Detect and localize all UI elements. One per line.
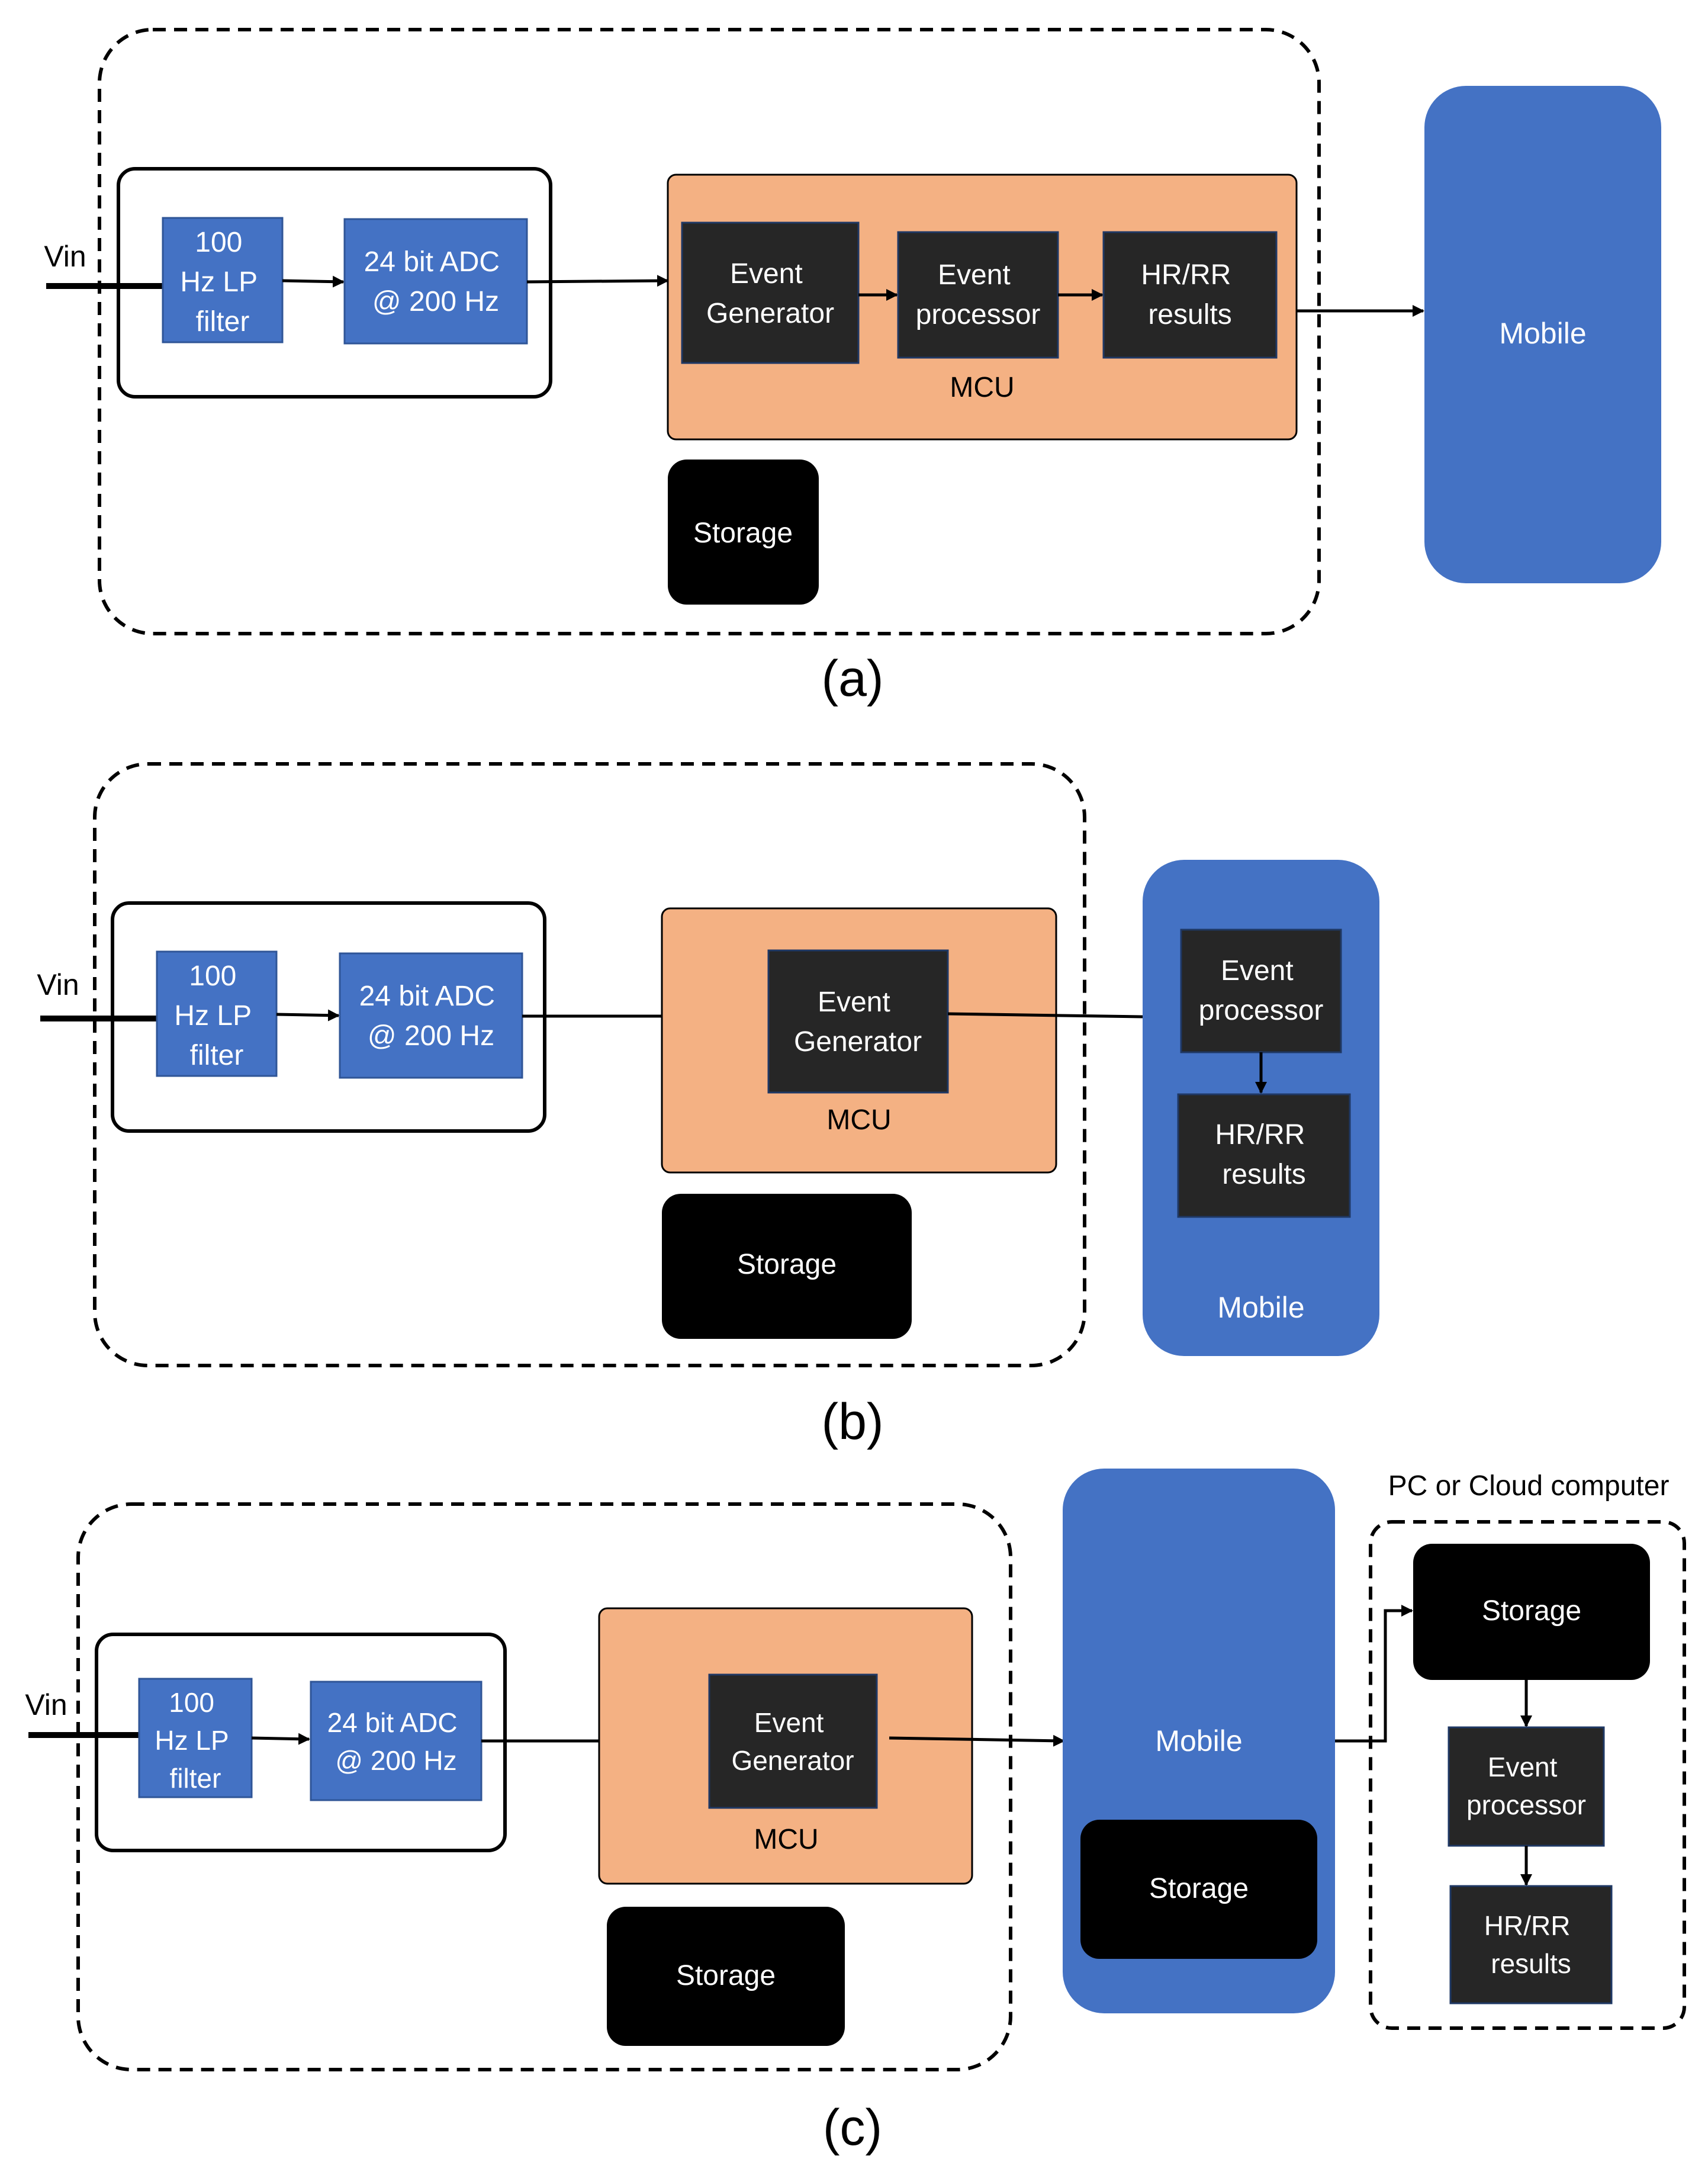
- adc-to-mcu-arrow: [526, 275, 669, 287]
- storage-block: [668, 460, 819, 605]
- lp-filter-label: 100 Hz LP filter: [155, 1687, 236, 1794]
- lp-filter-block: [156, 950, 278, 1077]
- adc-block: [310, 1681, 483, 1801]
- cloud-boundary: [1369, 1520, 1686, 2030]
- event-generator-label: Event Generator: [794, 987, 922, 1058]
- cloud-title: PC or Cloud computer: [1388, 1470, 1670, 1502]
- cloud-storage-block: [1413, 1544, 1650, 1680]
- event-generator-label: Event Generator: [706, 258, 834, 329]
- storage-label: Storage: [693, 518, 793, 549]
- event-processor-label: Event processor: [1199, 955, 1324, 1026]
- lp-filter-block: [138, 1678, 253, 1798]
- vin-label: Vin: [37, 968, 79, 1001]
- mcu-label: MCU: [826, 1104, 891, 1136]
- filter-to-adc-arrow: [251, 1733, 310, 1745]
- event-processor-label: Event processor: [1466, 1752, 1586, 1820]
- vin-label: Vin: [44, 240, 86, 273]
- caption-a: (a): [821, 650, 883, 707]
- event-processor-block: [1180, 929, 1342, 1053]
- results-label: HR/RR results: [1215, 1119, 1313, 1190]
- event-processor-block: [897, 231, 1059, 359]
- mobile-storage-label: Storage: [1149, 1873, 1249, 1904]
- panel-b: Vin 100 Hz LP filter 24 bit ADC @ 200 Hz…: [37, 762, 1379, 1450]
- filter-to-adc-arrow: [282, 275, 345, 288]
- adc-label: 24 bit ADC @ 200 Hz: [359, 981, 503, 1052]
- event-processor-label: Event processor: [916, 259, 1041, 330]
- mobile-storage-block: [1080, 1820, 1317, 1959]
- generator-to-mobile-arrow: [889, 1734, 1065, 1747]
- generator-to-mobile-arrow: [947, 1011, 1181, 1023]
- lp-filter-label: 100 Hz LP filter: [180, 227, 265, 338]
- mobile-block: [1424, 86, 1661, 583]
- storage-label: Storage: [737, 1249, 837, 1280]
- event-generator-block: [708, 1673, 878, 1809]
- vin-label: Vin: [25, 1688, 67, 1721]
- panel-c: Vin 100 Hz LP filter 24 bit ADC @ 200 Hz…: [25, 1469, 1686, 2156]
- results-label: HR/RR results: [1484, 1910, 1578, 1979]
- event-generator-block: [681, 221, 860, 364]
- device-boundary: [98, 28, 1321, 635]
- adc-block: [343, 218, 528, 345]
- caption-b: (b): [821, 1393, 883, 1450]
- results-block: [1177, 1093, 1351, 1218]
- device-boundary: [93, 762, 1086, 1367]
- cloud-storage-label: Storage: [1482, 1595, 1581, 1627]
- results-block: [1102, 231, 1278, 359]
- storage-block: [662, 1194, 912, 1339]
- adc-label: 24 bit ADC @ 200 Hz: [327, 1707, 465, 1776]
- mobile-to-cloud-arrow: [1335, 1605, 1413, 1743]
- panel-a: Vin 100 Hz LP filter 24 bit ADC @ 200 Hz…: [44, 28, 1661, 707]
- mobile-label: Mobile: [1217, 1291, 1304, 1324]
- mcu-label: MCU: [950, 372, 1014, 403]
- event-generator-label: Event Generator: [731, 1707, 854, 1776]
- results-block: [1449, 1885, 1613, 2004]
- event-generator-block: [767, 949, 949, 1094]
- mobile-label: Mobile: [1499, 317, 1586, 350]
- adc-label: 24 bit ADC @ 200 Hz: [364, 246, 508, 317]
- event-processor-block: [1448, 1726, 1605, 1847]
- results-label: HR/RR results: [1141, 259, 1239, 330]
- lp-filter-label: 100 Hz LP filter: [174, 960, 259, 1071]
- mobile-label: Mobile: [1155, 1724, 1242, 1758]
- device-boundary: [76, 1502, 1012, 2071]
- mcu-label: MCU: [754, 1824, 818, 1855]
- storage-block: [607, 1907, 845, 2046]
- adc-block: [339, 952, 523, 1079]
- caption-c: (c): [823, 2099, 882, 2156]
- lp-filter-block: [162, 217, 284, 343]
- storage-label: Storage: [676, 1960, 776, 1991]
- filter-to-adc-arrow: [276, 1009, 340, 1021]
